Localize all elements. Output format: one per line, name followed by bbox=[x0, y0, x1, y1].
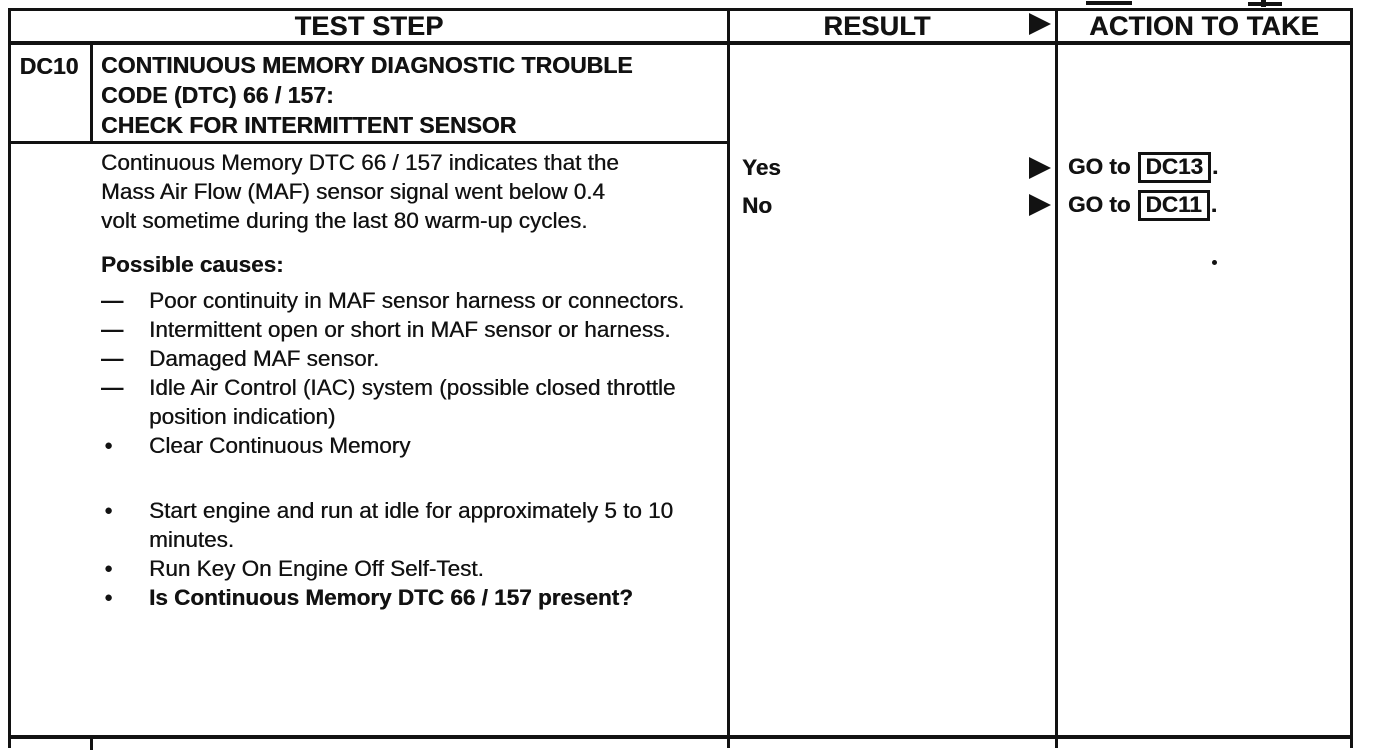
step-title-line: CONTINUOUS MEMORY DIAGNOSTIC TROUBLE COD… bbox=[101, 52, 633, 108]
column-divider-result-action bbox=[1055, 8, 1058, 748]
action-period: . bbox=[1210, 192, 1218, 217]
dash-marker: — bbox=[101, 317, 123, 342]
arrow-right-icon bbox=[1029, 194, 1051, 216]
procedure-item: ● Run Key On Engine Off Self-Test. bbox=[101, 554, 716, 583]
bullet-icon: ● bbox=[104, 589, 114, 606]
cause-item: — Intermittent open or short in MAF sens… bbox=[101, 315, 716, 344]
table-border-left bbox=[8, 8, 11, 748]
cause-text: Intermittent open or short in MAF sensor… bbox=[149, 317, 671, 342]
dash-marker: — bbox=[101, 346, 123, 371]
cause-item: — Poor continuity in MAF sensor harness … bbox=[101, 286, 716, 315]
arrow-right-icon bbox=[1029, 13, 1051, 35]
test-step-body: Continuous Memory DTC 66 / 157 indicates… bbox=[101, 148, 716, 612]
action-period: . bbox=[1212, 154, 1219, 179]
bullet-icon: ● bbox=[104, 502, 114, 519]
step-reference-box: DC13 bbox=[1137, 152, 1212, 183]
scan-artifact-dot bbox=[1212, 260, 1217, 265]
cause-item: — Damaged MAF sensor. bbox=[101, 344, 716, 373]
bullet-icon: ● bbox=[104, 437, 114, 454]
column-divider-test-result bbox=[727, 8, 730, 748]
procedure-item: ● Start engine and run at idle for appro… bbox=[101, 496, 716, 554]
procedure-question-item: ● Is Continuous Memory DTC 66 / 157 pres… bbox=[101, 583, 716, 612]
column-header-result: RESULT bbox=[823, 10, 931, 41]
go-to-text: GO to bbox=[1068, 154, 1131, 179]
procedure-item: ● Clear Continuous Memory bbox=[101, 431, 716, 460]
cause-text: Idle Air Control (IAC) system (possible … bbox=[149, 375, 676, 429]
table-border-right bbox=[1350, 8, 1353, 748]
step-reference-box: DC11 bbox=[1137, 190, 1210, 221]
cause-text: Damaged MAF sensor. bbox=[149, 346, 380, 371]
cause-text: Poor continuity in MAF sensor harness or… bbox=[149, 288, 685, 313]
scan-artifact-mark bbox=[1086, 1, 1132, 5]
procedure-text: Start engine and run at idle for approxi… bbox=[149, 498, 674, 552]
header-row-divider bbox=[8, 41, 1353, 45]
result-no-label: No bbox=[742, 193, 772, 218]
possible-causes-label: Possible causes: bbox=[101, 252, 284, 277]
dash-marker: — bbox=[101, 288, 123, 313]
step-id: DC10 bbox=[19, 53, 79, 79]
procedure-question-text: Is Continuous Memory DTC 66 / 157 presen… bbox=[149, 585, 633, 610]
column-header-test-step: TEST STEP bbox=[294, 10, 444, 41]
next-row-step-id-divider bbox=[90, 735, 93, 750]
step-title-line: CHECK FOR INTERMITTENT SENSOR bbox=[101, 112, 517, 138]
scan-artifact-mark bbox=[1261, 0, 1266, 7]
arrow-right-icon bbox=[1029, 157, 1051, 179]
procedure-text: Run Key On Engine Off Self-Test. bbox=[149, 556, 484, 581]
step-title: CONTINUOUS MEMORY DIAGNOSTIC TROUBLE COD… bbox=[101, 50, 646, 140]
column-header-action-to-take: ACTION TO TAKE bbox=[1089, 10, 1319, 41]
step-id-cell-divider bbox=[90, 45, 93, 144]
dash-marker: — bbox=[101, 375, 123, 400]
step-title-divider bbox=[8, 141, 730, 144]
cause-item: — Idle Air Control (IAC) system (possibl… bbox=[101, 373, 716, 431]
go-to-text: GO to bbox=[1068, 192, 1131, 217]
row-bottom-divider bbox=[8, 735, 1353, 739]
table-border-top bbox=[8, 8, 1353, 11]
intro-paragraph: Continuous Memory DTC 66 / 157 indicates… bbox=[101, 150, 619, 233]
result-yes-label: Yes bbox=[742, 155, 781, 180]
bullet-icon: ● bbox=[104, 560, 114, 577]
procedure-text: Clear Continuous Memory bbox=[149, 433, 411, 458]
